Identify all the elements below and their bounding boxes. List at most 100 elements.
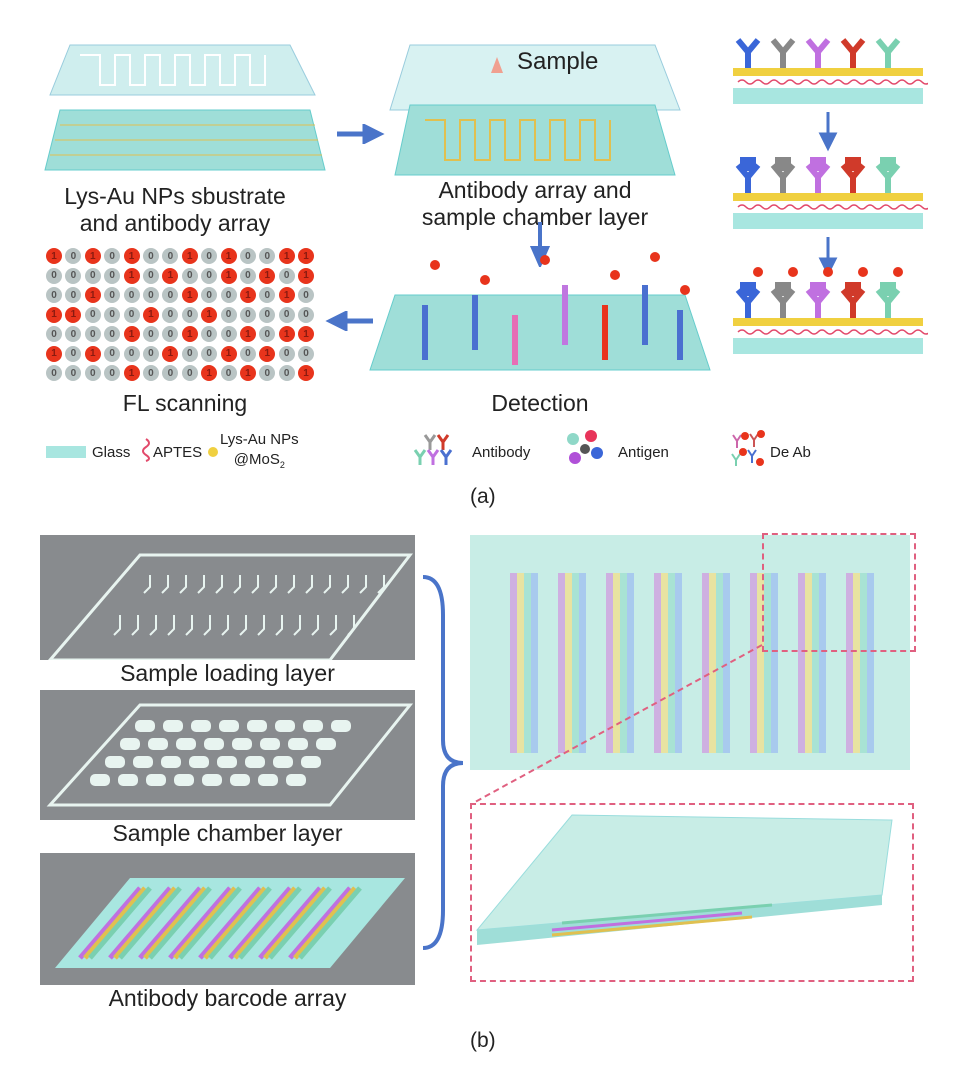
fl-spot: 0 — [201, 345, 218, 362]
barcode-array-illustration — [55, 878, 405, 968]
chamber-chip-illustration — [389, 44, 681, 176]
zoom-region-dashed-box — [762, 533, 916, 652]
barcode-stripe — [148, 886, 212, 960]
fl-spot: 0 — [84, 365, 101, 381]
step2-label-line1: Antibody array and — [438, 177, 632, 203]
fl-spot: 0 — [65, 248, 82, 264]
antibody-mark — [770, 38, 796, 68]
chamber-mark — [118, 774, 138, 786]
antigen-mark — [740, 282, 756, 296]
fl-spot: 1 — [239, 365, 256, 381]
barcode-column — [668, 573, 675, 753]
barcode-column — [757, 573, 764, 753]
barcode-column — [860, 573, 867, 753]
fl-spot: 0 — [65, 365, 82, 381]
chamber-mark — [191, 720, 211, 732]
inlet-mark — [215, 575, 223, 594]
legend-nps: Lys-Au NPs @MoS2 — [220, 430, 299, 475]
barcode-column — [620, 573, 627, 753]
surface-chemistry-schematic — [733, 38, 928, 354]
fl-spot: 1 — [278, 287, 295, 303]
fl-spot: 1 — [123, 365, 140, 381]
legend-glass: Glass — [92, 444, 131, 461]
outlet-mark — [203, 615, 211, 636]
antibody-mark — [875, 38, 901, 68]
fl-spot: 0 — [259, 365, 276, 381]
fl-spot: 1 — [220, 248, 237, 264]
fl-spot: 1 — [259, 345, 276, 362]
fl-spot: 1 — [298, 326, 315, 342]
barcode-stripe — [268, 886, 332, 960]
chamber-mark — [219, 720, 239, 732]
fl-spot: 1 — [220, 267, 237, 284]
barcode-stripe — [203, 886, 267, 960]
antibody-mark — [840, 38, 866, 68]
fl-spot: 0 — [142, 345, 159, 362]
fl-spot: 0 — [123, 287, 140, 303]
outlet-mark — [293, 615, 301, 636]
np-layer — [733, 318, 923, 326]
layer3-label: Antibody barcode array — [40, 985, 415, 1012]
outlet-mark — [167, 615, 175, 636]
sample-chamber-layer-panel — [40, 690, 415, 825]
inlet-mark — [179, 575, 187, 594]
fl-spot: 0 — [142, 365, 159, 381]
fl-spot: 0 — [259, 306, 276, 323]
barcode-column — [846, 573, 853, 753]
chamber-mark — [133, 756, 153, 768]
outlet-mark — [347, 615, 355, 636]
fl-spot: 0 — [162, 365, 179, 381]
fl-spot: 0 — [181, 365, 198, 381]
loading-layer-illustration — [46, 553, 414, 662]
barcode-column — [579, 573, 586, 753]
fl-spot: 1 — [142, 306, 159, 323]
step2-label-line2: sample chamber layer — [421, 204, 649, 230]
barcode-stripe — [118, 886, 182, 960]
fl-spot: 0 — [46, 326, 62, 342]
caption-b: (b) — [470, 1029, 496, 1052]
outlet-mark — [329, 615, 337, 636]
fl-spot: 0 — [104, 287, 121, 303]
barcode-column — [572, 573, 579, 753]
detection-chip-illustration — [369, 252, 711, 371]
inlet-mark — [323, 575, 331, 594]
mos-text: @MoS — [233, 451, 280, 468]
chamber-mark — [148, 738, 168, 750]
right-arrow-icon — [337, 124, 385, 144]
top-view-chip — [470, 535, 910, 770]
antibody-mark — [805, 38, 831, 68]
chamber-mark — [217, 756, 237, 768]
legend-aptes: APTES — [153, 444, 203, 461]
chamber-mark — [260, 738, 280, 750]
antibody-icon — [413, 434, 453, 465]
chamber-mark — [135, 720, 155, 732]
antigen-mark — [845, 282, 861, 296]
fl-spot: 0 — [84, 267, 101, 284]
legend-nps-line1: Lys-Au NPs — [220, 431, 299, 448]
chamber-mark — [90, 774, 110, 786]
barcode-column — [675, 573, 682, 753]
np-layer — [733, 68, 923, 76]
chamber-layer-illustration — [46, 703, 414, 807]
fl-spot: 0 — [123, 306, 140, 323]
fl-spot: 0 — [278, 306, 295, 323]
fl-spot: 1 — [123, 326, 140, 342]
barcode-column — [709, 573, 716, 753]
outlet-mark — [221, 615, 229, 636]
glass-layer — [733, 338, 923, 354]
fl-spot: 0 — [104, 248, 121, 264]
outlet-mark — [275, 615, 283, 636]
chamber-mark — [189, 756, 209, 768]
fl-spot: 0 — [142, 326, 159, 342]
fl-spot: 0 — [104, 306, 121, 323]
fl-spot: 0 — [142, 287, 159, 303]
fl-spot: 1 — [239, 287, 256, 303]
step1-label-line2: and antibody array — [79, 210, 271, 236]
barcode-stripe — [233, 886, 297, 960]
chamber-mark — [174, 774, 194, 786]
barcode-column — [716, 573, 723, 753]
zoomed-3d-chip-illustration — [475, 814, 893, 945]
antibody-barcode-array-panel — [40, 853, 415, 985]
barcode-column — [853, 573, 860, 753]
